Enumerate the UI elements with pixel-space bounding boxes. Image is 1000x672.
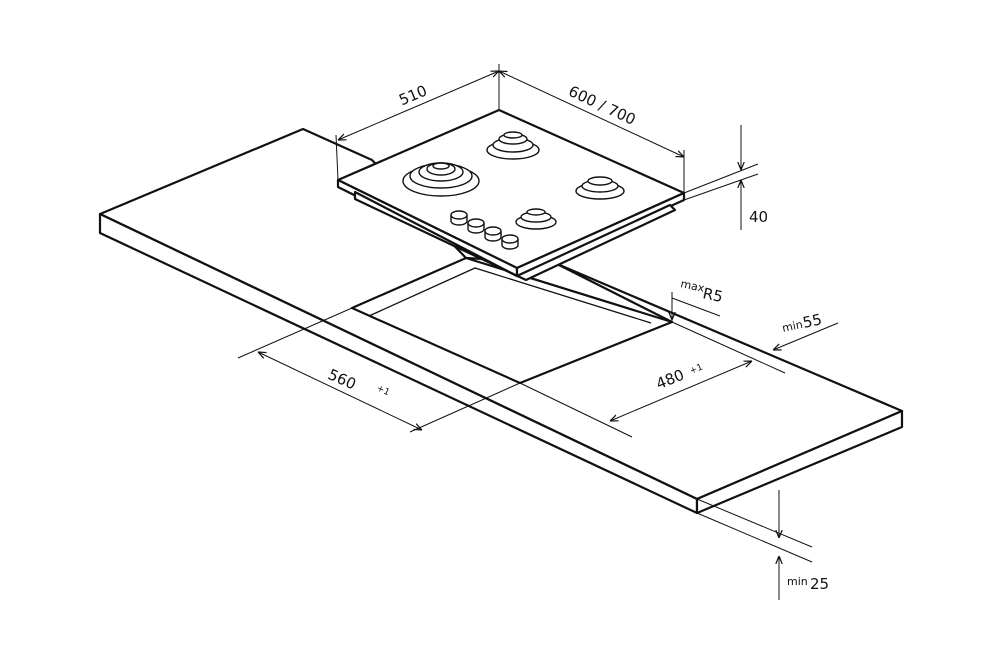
corner-radius-label: R5	[701, 284, 724, 306]
hob-underside	[353, 190, 677, 282]
dimension-hob-height-label: 40	[749, 208, 768, 226]
worktop-thickness-prefix: min	[787, 575, 808, 588]
dimension-hob-depth-label: 510	[396, 82, 429, 110]
worktop-side-edge	[695, 409, 904, 515]
cutout-width-label: 560	[325, 365, 358, 393]
dimension-cutout-width: 560 +1	[237, 307, 521, 433]
control-knob	[484, 226, 502, 242]
dimension-corner-radius: max R5	[672, 277, 786, 374]
burner-front	[515, 208, 557, 230]
control-knob	[501, 234, 519, 250]
dimension-hob-height: 40	[683, 125, 768, 230]
cutout	[350, 256, 674, 385]
cutout-right-edge	[554, 262, 673, 323]
corner-radius-prefix: max	[679, 277, 706, 295]
worktop-thickness-label: 25	[810, 575, 829, 593]
cutout-width-tolerance: +1	[375, 384, 391, 399]
front-edge-label: 55	[801, 310, 823, 332]
dimension-front-edge: min 55	[773, 310, 839, 350]
burner-right	[575, 176, 625, 200]
control-knob	[467, 218, 485, 234]
dimension-worktop-thickness: min 25	[696, 490, 829, 600]
cutout-depth-tolerance: +1	[688, 363, 704, 377]
front-edge-prefix: min	[781, 318, 804, 335]
cutout-inner-wall	[368, 267, 652, 324]
dimension-hob-width-label: 600 / 700	[566, 82, 639, 129]
control-knob	[450, 210, 468, 226]
burner-triple-ring	[402, 162, 480, 197]
